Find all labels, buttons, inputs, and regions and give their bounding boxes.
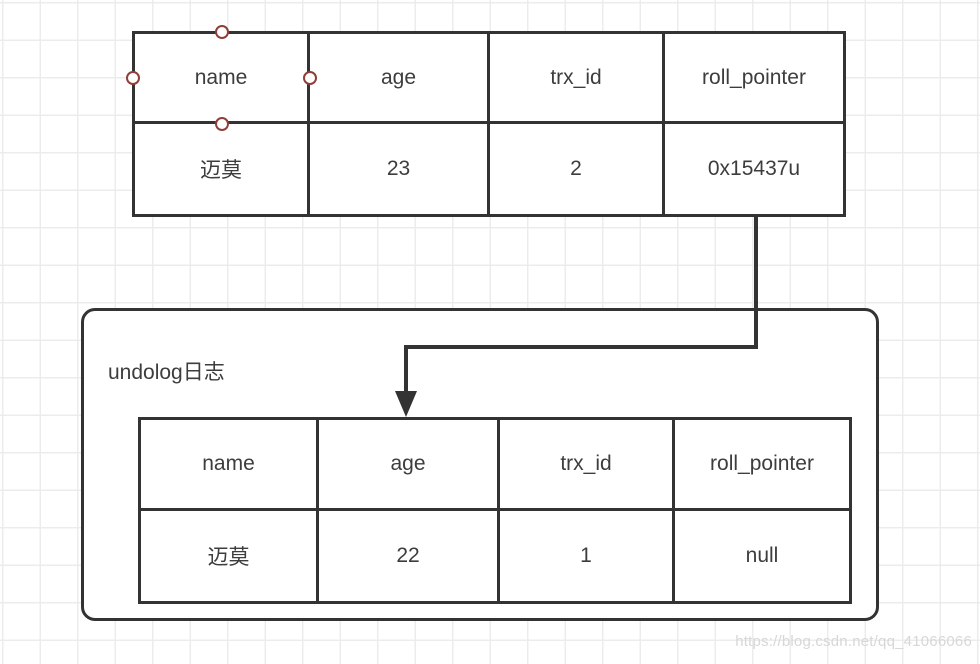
top-table-cell-name: 迈莫 xyxy=(135,124,310,214)
connection-handle-right[interactable] xyxy=(303,71,317,85)
connection-handle-bottom[interactable] xyxy=(215,117,229,131)
undolog-table-cell-trx-id: 1 xyxy=(500,510,675,601)
top-table-header-roll-pointer: roll_pointer xyxy=(665,34,843,124)
undolog-table[interactable]: name age trx_id roll_pointer 迈莫 22 1 nul… xyxy=(138,417,852,604)
undolog-table-header-age: age xyxy=(319,420,500,511)
top-table-cell-trx-id: 2 xyxy=(490,124,665,214)
undolog-table-cell-roll-pointer: null xyxy=(745,543,779,567)
undolog-table-header-roll-pointer: roll_pointer xyxy=(675,420,849,511)
watermark-url: https://blog.csdn.net/qq_41066066 xyxy=(735,633,972,650)
top-table-cell-age: 23 xyxy=(310,124,490,214)
top-table-cell-roll-pointer: 0x15437u xyxy=(707,157,801,180)
undolog-table-cell-age: 22 xyxy=(319,510,500,601)
top-table-header-name: name xyxy=(135,34,310,124)
connection-handle-top[interactable] xyxy=(215,25,229,39)
connection-handle-left[interactable] xyxy=(126,71,140,85)
top-table-header-age: age xyxy=(310,34,490,124)
undolog-table-header-name: name xyxy=(141,420,319,511)
top-table[interactable]: name age trx_id roll_pointer 迈莫 23 2 0x1… xyxy=(132,31,846,217)
undolog-box-label: undolog日志 xyxy=(108,361,225,384)
undolog-table-cell-name: 迈莫 xyxy=(141,510,319,601)
undolog-table-header-trx-id: trx_id xyxy=(500,420,675,511)
top-table-header-trx-id: trx_id xyxy=(490,34,665,124)
